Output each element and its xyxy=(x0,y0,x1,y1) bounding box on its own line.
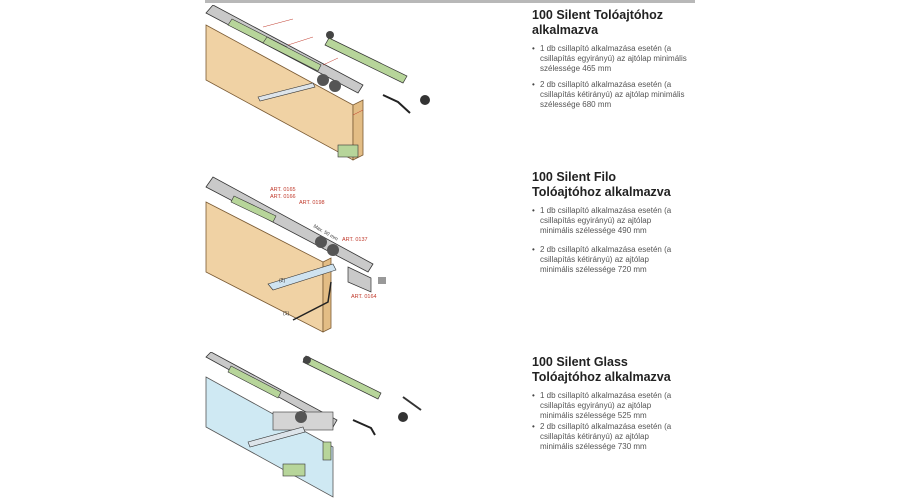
label-art-0165: ART. 0165 xyxy=(270,187,296,193)
roller-wheel xyxy=(315,236,327,248)
bullet-item: 1 db csillapító alkalmazása esetén (a cs… xyxy=(532,391,682,421)
bullet-item: 2 db csillapító alkalmazása esetén (a cs… xyxy=(532,80,702,110)
label-art-0137: ART. 0137 xyxy=(342,237,368,243)
stopper xyxy=(322,441,332,461)
section-silent-filo: 100 Silent Filo Tolóajtóhoz alkalmazva 1… xyxy=(532,170,682,275)
wood-door-panel xyxy=(205,201,324,333)
bullet-list: 1 db csillapító alkalmazása esetén (a cs… xyxy=(532,391,682,452)
floor-guide xyxy=(337,144,359,158)
section-title: 100 Silent Glass Tolóajtóhoz alkalmazva xyxy=(532,355,671,384)
allen-key xyxy=(352,419,376,436)
label-art-0198: ART. 0198 xyxy=(299,200,325,206)
allen-key xyxy=(292,281,332,321)
end-stop xyxy=(378,277,386,284)
door-edge xyxy=(322,257,332,333)
bullet-item: 1 db csillapító alkalmazása esetén (a cs… xyxy=(532,206,682,236)
damper xyxy=(262,36,322,72)
bullet-list: 1 db csillapító alkalmazása esetén (a cs… xyxy=(532,44,702,110)
roller-wheel xyxy=(326,31,334,39)
silent-wood-door-illustration xyxy=(205,5,430,161)
spare-damper xyxy=(302,355,382,400)
roller-wheel xyxy=(420,95,430,105)
roller-wheel xyxy=(303,356,311,364)
label-art-0166: ART. 0166 xyxy=(270,194,296,200)
section-title: 100 Silent Tolóajtóhoz alkalmazva xyxy=(532,8,664,37)
spare-damper xyxy=(324,37,408,84)
label-art-0164: ART. 0164 xyxy=(351,294,377,300)
label-2: (2) xyxy=(279,278,285,284)
rail-end xyxy=(347,266,372,293)
roller-wheel xyxy=(327,244,339,256)
wrench xyxy=(247,426,306,448)
silent-glass-door-illustration xyxy=(205,352,422,498)
section-title: 100 Silent Filo Tolóajtóhoz alkalmazva xyxy=(532,170,671,199)
roller-wheel xyxy=(295,411,307,423)
roller-wheel xyxy=(317,74,329,86)
top-divider xyxy=(205,0,695,3)
damper xyxy=(227,365,282,399)
section-silent-glass: 100 Silent Glass Tolóajtóhoz alkalmazva … xyxy=(532,355,682,452)
floor-guide xyxy=(282,463,306,477)
bullet-list: 1 db csillapító alkalmazása esetén (a cs… xyxy=(532,206,682,275)
label-1: (1) xyxy=(283,311,289,317)
wrench xyxy=(267,263,337,291)
silent-filo-door-illustration: ART. 0165 ART. 0166 ART. 0198 Max. 50 mm… xyxy=(205,176,386,333)
damper xyxy=(230,195,277,223)
bullet-item: 1 db csillapító alkalmazása esetén (a cs… xyxy=(532,44,702,74)
section-silent: 100 Silent Tolóajtóhoz alkalmazva 1 db c… xyxy=(532,8,702,110)
spanner xyxy=(402,396,422,411)
bullet-item: 2 db csillapító alkalmazása esetén (a cs… xyxy=(532,245,682,275)
roller-wheel xyxy=(398,412,408,422)
roller-wheel xyxy=(329,80,341,92)
allen-key xyxy=(382,94,411,114)
wrench xyxy=(257,82,316,102)
bullet-item: 2 db csillapító alkalmazása esetén (a cs… xyxy=(532,422,682,452)
